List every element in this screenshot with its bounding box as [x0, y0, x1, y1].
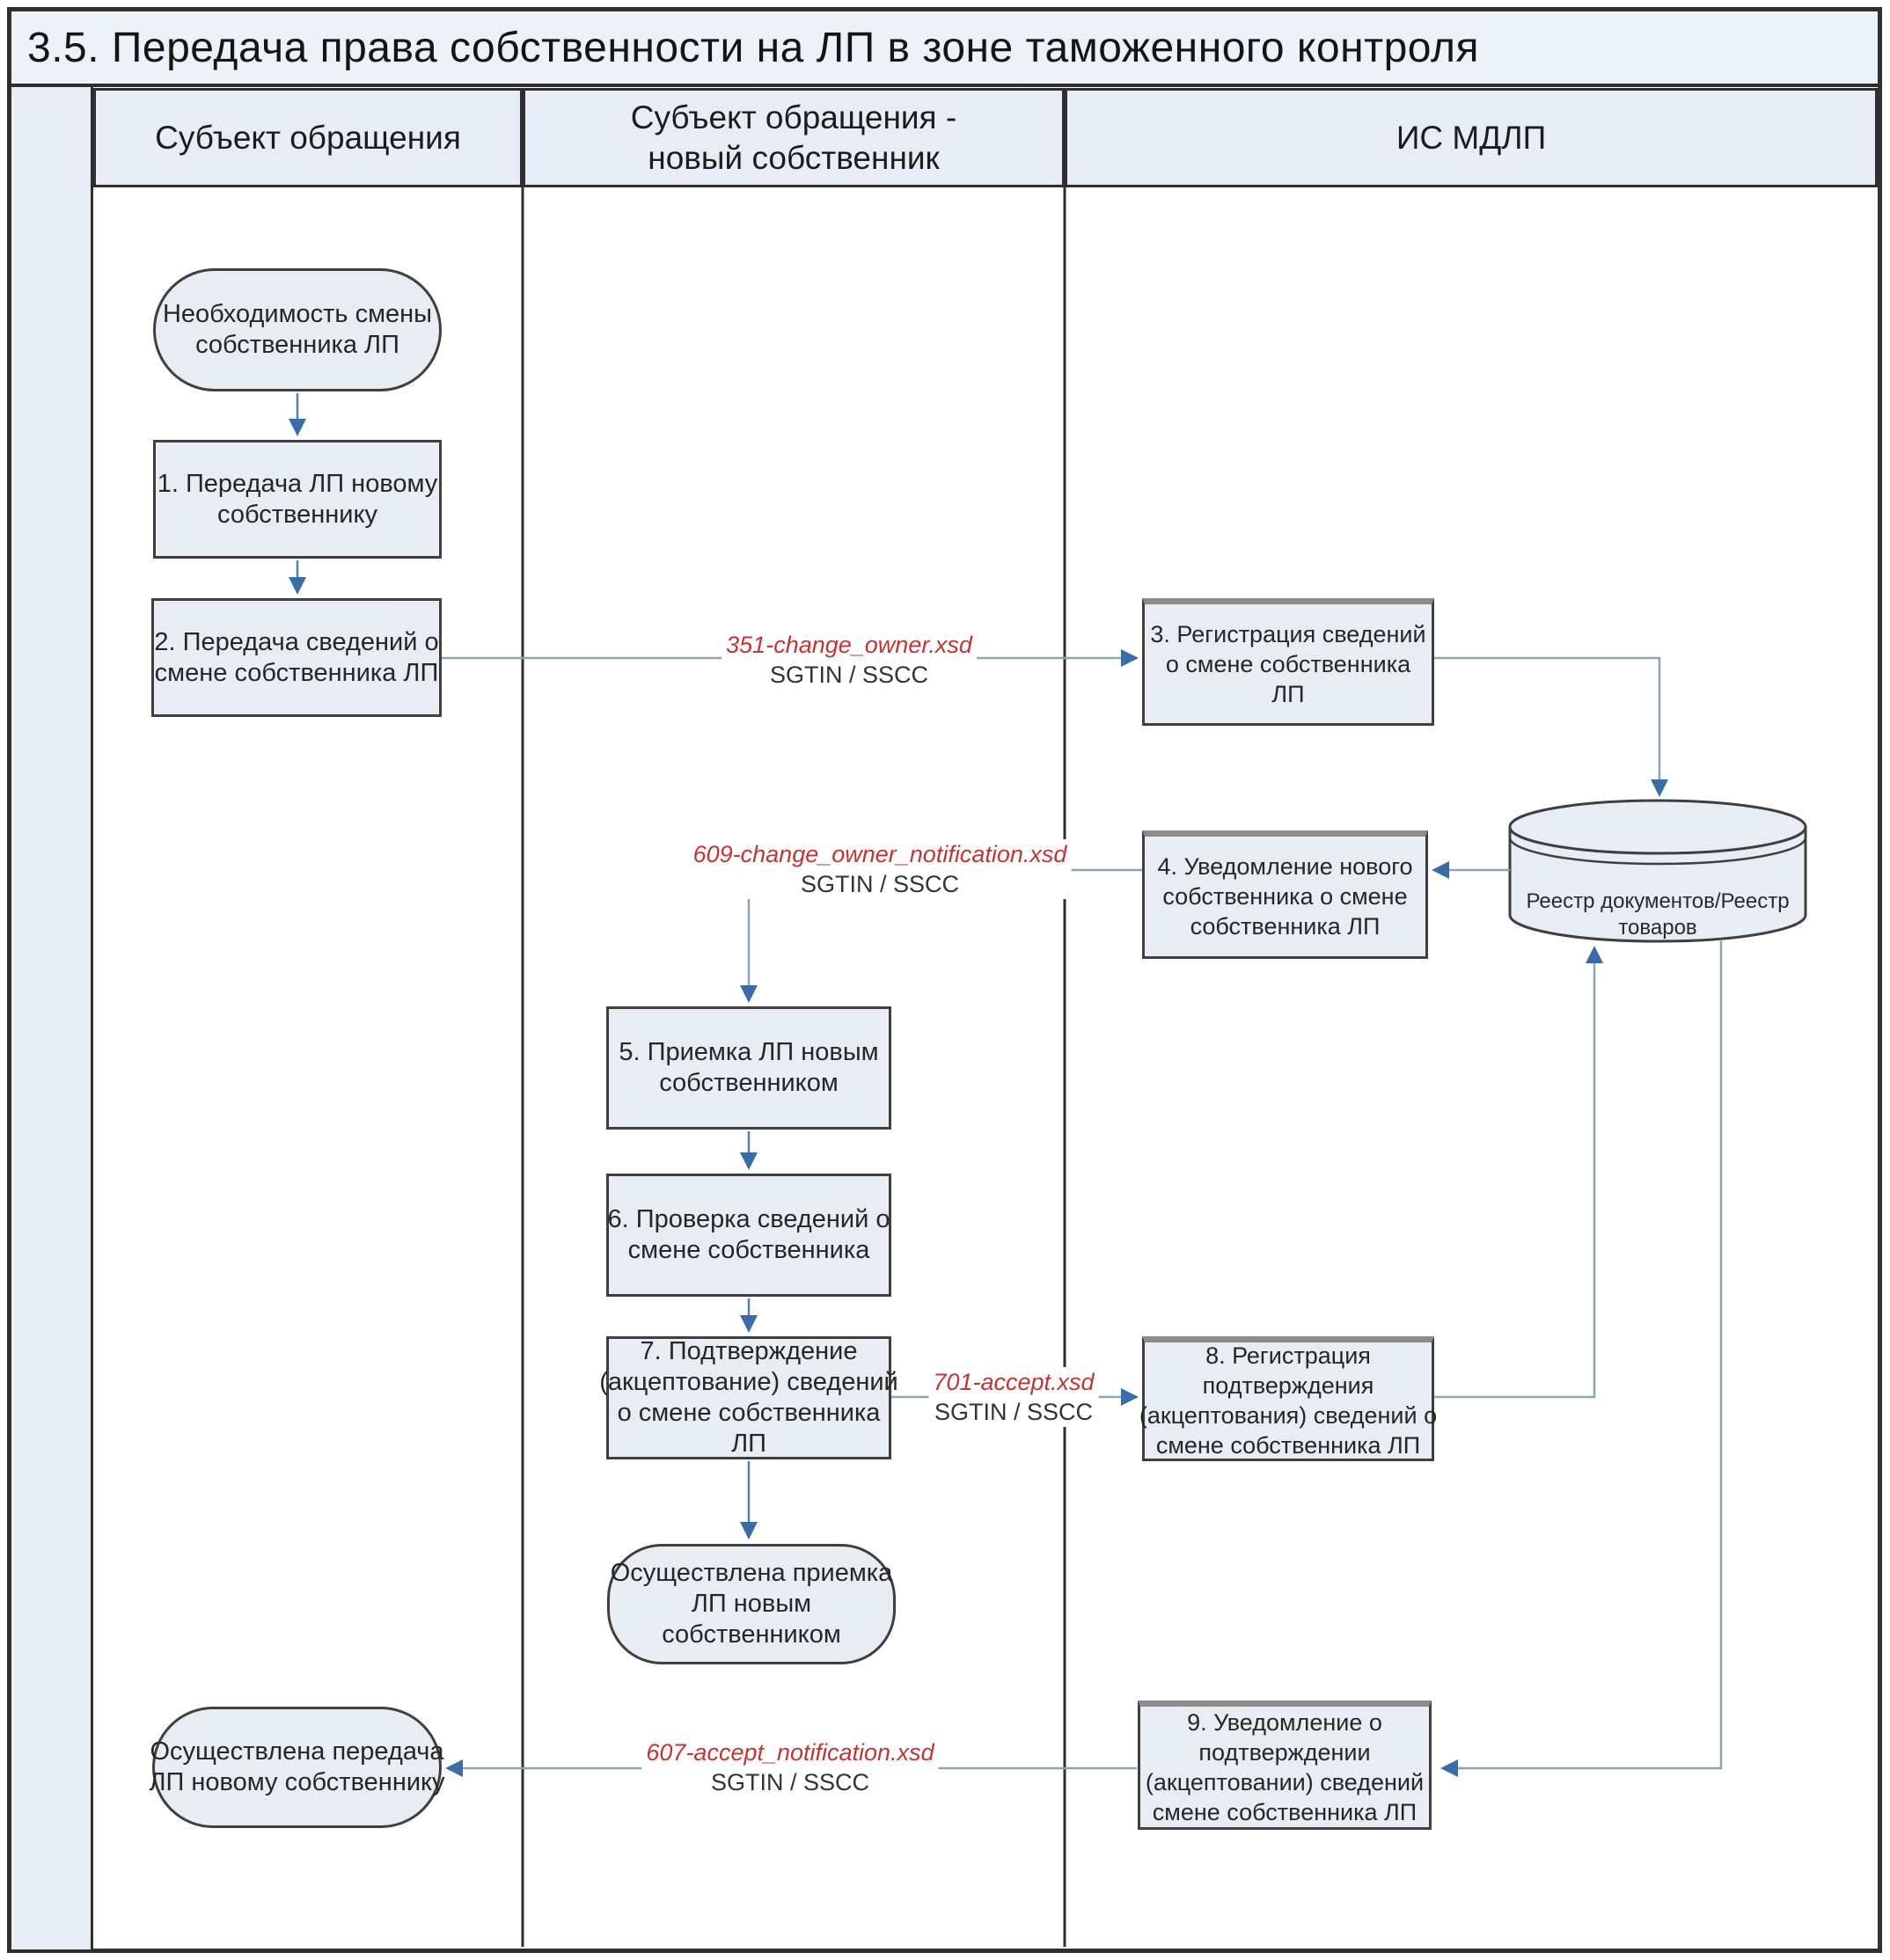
- message-codes-607: SGTIN / SSCC: [641, 1767, 939, 1797]
- flow-step-2-box: 2. Передача сведений о смене собственник…: [151, 598, 442, 717]
- lane-header-subject: Субъект обращения: [93, 88, 523, 187]
- message-label-701: 701-accept.xsd SGTIN / SSCC: [928, 1367, 1099, 1427]
- message-file-609: 609-change_owner_notification.xsd: [688, 839, 1072, 869]
- end-event-acceptance: Осуществлена приемка ЛП новым собственни…: [607, 1544, 896, 1664]
- message-file-607: 607-accept_notification.xsd: [641, 1737, 939, 1767]
- flow-step-5-box: 5. Приемка ЛП новым собственником: [606, 1006, 891, 1130]
- flow-step-7-box: 7. Подтверждение (акцептование) сведений…: [599, 1336, 898, 1459]
- flow-step-6-box: 6. Проверка сведений о смене собственник…: [606, 1174, 891, 1297]
- flow-step-3-box: 3. Регистрация сведений о смене собствен…: [1142, 598, 1434, 726]
- flow-step-9-box: 9. Уведомление о подтверждении (акцептов…: [1138, 1700, 1432, 1830]
- flow-step-8-box: 8. Регистрация подтверждения (акцептован…: [1139, 1336, 1437, 1461]
- diagram-title: 3.5. Передача права собственности на ЛП …: [11, 11, 1878, 87]
- message-codes-609: SGTIN / SSCC: [688, 869, 1072, 899]
- message-label-351: 351-change_owner.xsd SGTIN / SSCC: [722, 630, 977, 690]
- connector-registry-step9: [1440, 940, 1723, 1777]
- start-event: Необходимость смены собственника ЛП: [153, 268, 442, 391]
- message-file-351: 351-change_owner.xsd: [722, 630, 977, 660]
- lane-header-is-mdlp: ИС МДЛП: [1065, 88, 1878, 187]
- flow-step-1-box: 1. Передача ЛП новому собственнику: [153, 440, 442, 559]
- message-codes-701: SGTIN / SSCC: [928, 1397, 1099, 1427]
- message-codes-351: SGTIN / SSCC: [722, 660, 977, 690]
- flow-step-4-box: 4. Уведомление нового собственника о сме…: [1142, 830, 1428, 959]
- message-label-609: 609-change_owner_notification.xsd SGTIN …: [688, 839, 1072, 899]
- message-file-701: 701-accept.xsd: [928, 1367, 1099, 1397]
- message-label-607: 607-accept_notification.xsd SGTIN / SSCC: [641, 1737, 939, 1797]
- connector-step8-registry: [1434, 946, 1603, 1399]
- lane-header-new-owner: Субъект обращения - новый собственник: [523, 88, 1065, 187]
- left-gutter: [11, 87, 93, 1949]
- diagram-frame: 3.5. Передача права собственности на ЛП …: [7, 7, 1882, 1953]
- connector-step3-registry: [1434, 656, 1668, 797]
- end-event-transfer: Осуществлена передача ЛП новому собствен…: [149, 1707, 445, 1828]
- registry-database-label: Реестр документов/Реестр товаров: [1526, 889, 1790, 940]
- database-cylinder-icon: [1508, 799, 1807, 943]
